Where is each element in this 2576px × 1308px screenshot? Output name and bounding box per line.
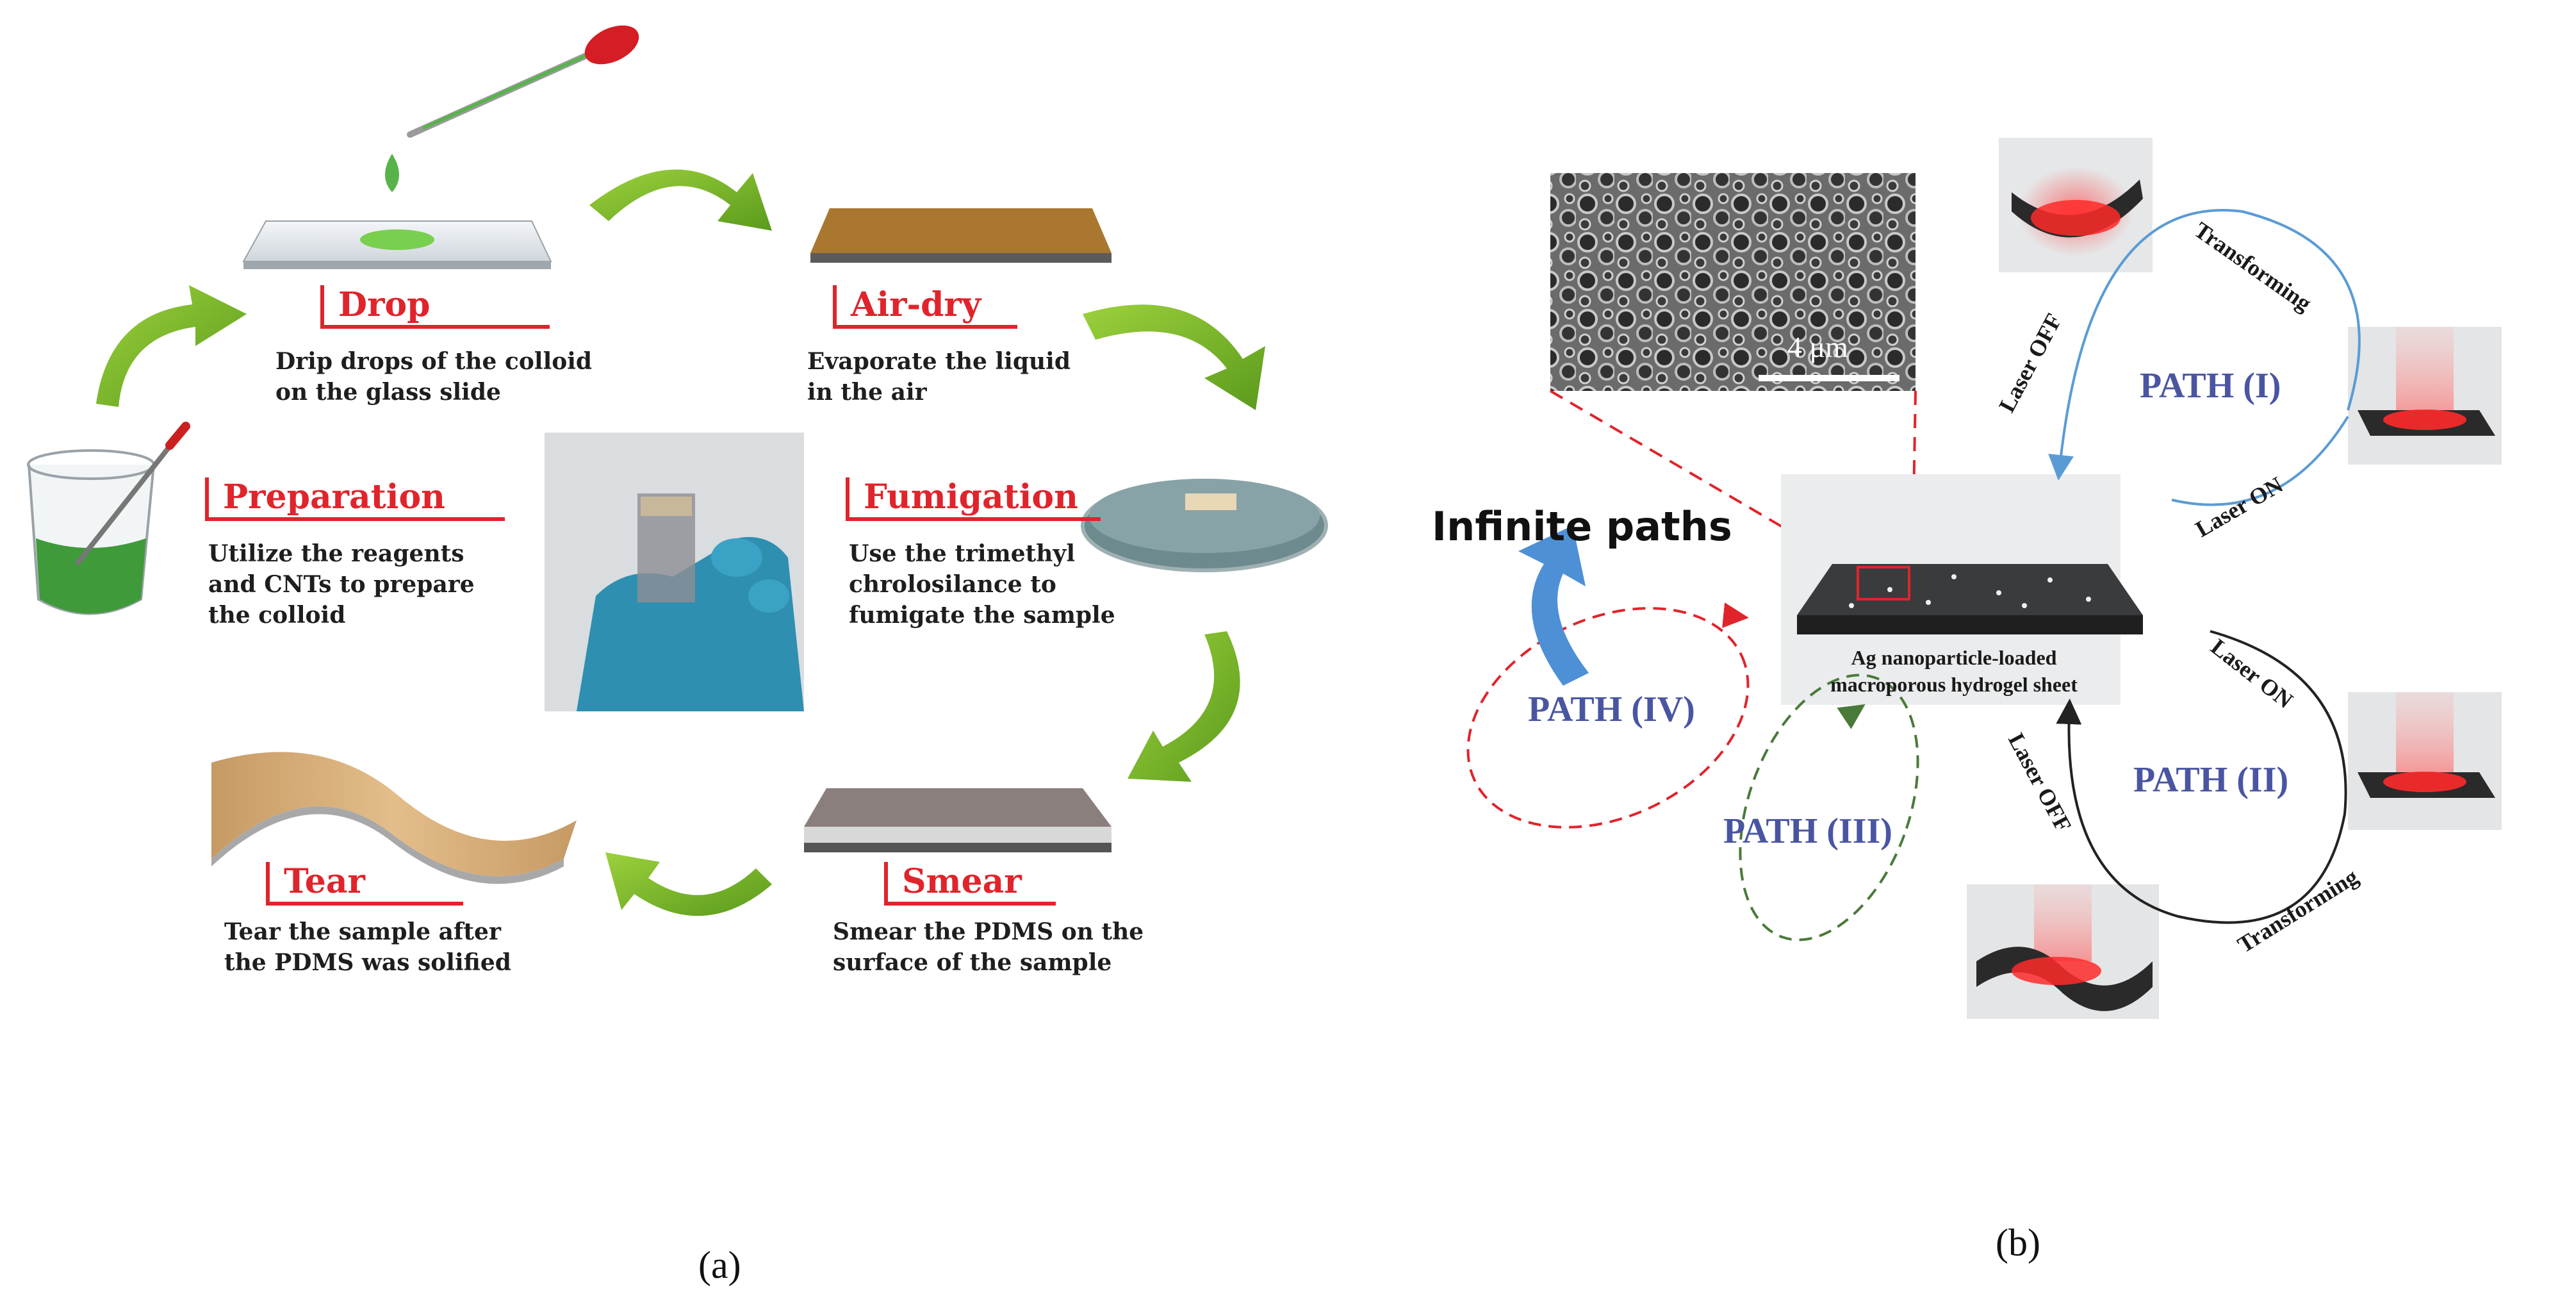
step-desc-line: in the air [807, 379, 927, 406]
green-arrow-icon [1128, 631, 1240, 782]
sem-micrograph [1550, 173, 1916, 391]
pipette-icon [385, 25, 639, 192]
green-arrow-icon [605, 852, 772, 916]
torn-sample-icon [211, 752, 577, 884]
path-iv-label: PATH (IV) [1528, 690, 1695, 729]
green-arrow-icon [589, 169, 772, 231]
sheet-label: Ag nanoparticle-loaded macroporous hydro… [1787, 644, 2121, 698]
path-iii-loop [1739, 674, 1919, 941]
petri-dish-icon [1081, 479, 1328, 572]
wavy-sheet-icon [1967, 884, 2159, 1019]
step-desc-line: Tear the sample after [224, 918, 501, 945]
smeared-sample-icon [804, 788, 1112, 852]
path-i-label: PATH (I) [2140, 366, 2281, 406]
glass-slide-icon [242, 220, 552, 269]
step-title-fumigation: Fumigation [846, 477, 1101, 521]
step-title-tear: Tear [266, 862, 463, 906]
step-desc-line: Drip drops of the colloid [275, 348, 593, 375]
step-desc-line: the PDMS was solified [224, 949, 511, 976]
dried-sample-icon [810, 208, 1112, 263]
step-title-preparation: Preparation [205, 477, 505, 521]
path-ii-label: PATH (II) [2133, 760, 2289, 800]
path-iv-loop [1466, 607, 1750, 829]
flat-sheet-laser-icon [2348, 692, 2502, 830]
step-title-drop: Drop [320, 285, 550, 329]
step-desc: Tear the sample after the PDMS was solif… [224, 916, 511, 978]
step-desc: Utilize the reagents and CNTs to prepare… [208, 538, 475, 631]
path-i-loop [2048, 209, 2361, 481]
sheet-label-line: macroporous hydrogel sheet [1830, 673, 2078, 696]
bent-sheet-icon [1999, 138, 2153, 272]
step-title-air-dry: Air-dry [833, 285, 1017, 329]
flat-sheet-laser-icon [2348, 327, 2502, 465]
green-arrow-icon [1083, 304, 1265, 410]
step-desc-line: chrolosilance to [849, 571, 1056, 598]
path-ii-loop [2056, 630, 2347, 924]
step-desc-line: fumigate the sample [849, 602, 1115, 629]
step-desc: Evaporate the liquid in the air [807, 346, 1071, 408]
step-desc-line: surface of the sample [833, 949, 1112, 976]
hydrogel-sheet-icon [1781, 474, 2143, 705]
step-desc-line: Utilize the reagents [208, 540, 464, 567]
path-i-loop [2171, 415, 2349, 506]
step-desc: Smear the PDMS on the surface of the sam… [833, 916, 1144, 978]
infinite-paths-label: Infinite paths [1432, 503, 1732, 550]
big-blue-arrow-icon [1518, 526, 1589, 686]
scale-bar-label: 4 μm [1787, 331, 1848, 363]
step-desc-line: and CNTs to prepare [208, 571, 475, 598]
step-desc-line: Smear the PDMS on the [833, 918, 1144, 945]
sheet-label-line: Ag nanoparticle-loaded [1851, 646, 2057, 669]
gloved-hand-photo [545, 433, 804, 711]
green-arrow-icon [96, 285, 247, 407]
beaker-icon [27, 422, 190, 615]
step-title-smear: Smear [884, 862, 1056, 906]
caption-b: (b) [1996, 1221, 2040, 1264]
step-desc-line: Use the trimethyl [849, 540, 1076, 567]
step-desc: Use the trimethyl chrolosilance to fumig… [849, 538, 1115, 631]
step-desc-line: Evaporate the liquid [807, 348, 1071, 375]
step-desc-line: on the glass slide [275, 379, 501, 406]
path-iii-label: PATH (III) [1723, 811, 1892, 851]
step-desc: Drip drops of the colloid on the glass s… [275, 346, 592, 408]
step-desc-line: the colloid [208, 602, 346, 629]
caption-a: (a) [698, 1244, 741, 1286]
